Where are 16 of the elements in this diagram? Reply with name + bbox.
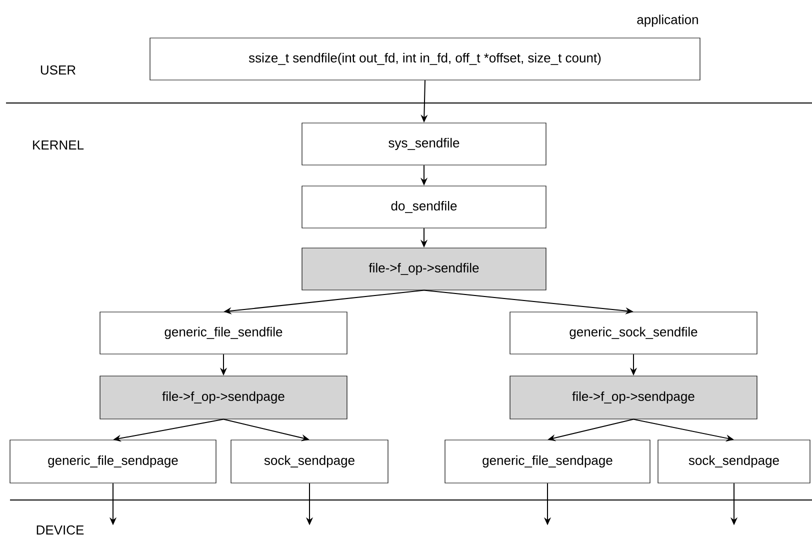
layer-name: application (637, 14, 698, 27)
shaded-box: file->f_op->sendfile (302, 248, 546, 290)
function-box: ssize_t sendfile(int out_fd, int in_fd, off_t *offset, size_t count) (150, 38, 700, 80)
function-box: generic_file_sendpage (10, 440, 216, 484)
function-box: sock_sendpage (230, 440, 388, 484)
layer-name: DEVICE (36, 525, 84, 535)
function-box: generic_sock_sendfile (510, 312, 758, 354)
layer-name: USER (40, 65, 76, 75)
function-box: sys_sendfile (302, 122, 546, 166)
shaded-box: file->f_op->sendpage (100, 376, 348, 420)
function-box: do_sendfile (302, 186, 546, 228)
shaded-box: file->f_op->sendpage (510, 376, 758, 420)
function-box: sock_sendpage (658, 440, 810, 484)
function-box: generic_file_sendfile (100, 312, 348, 354)
layer-name: KERNEL (33, 140, 84, 150)
function-box: generic_file_sendpage (444, 440, 650, 484)
